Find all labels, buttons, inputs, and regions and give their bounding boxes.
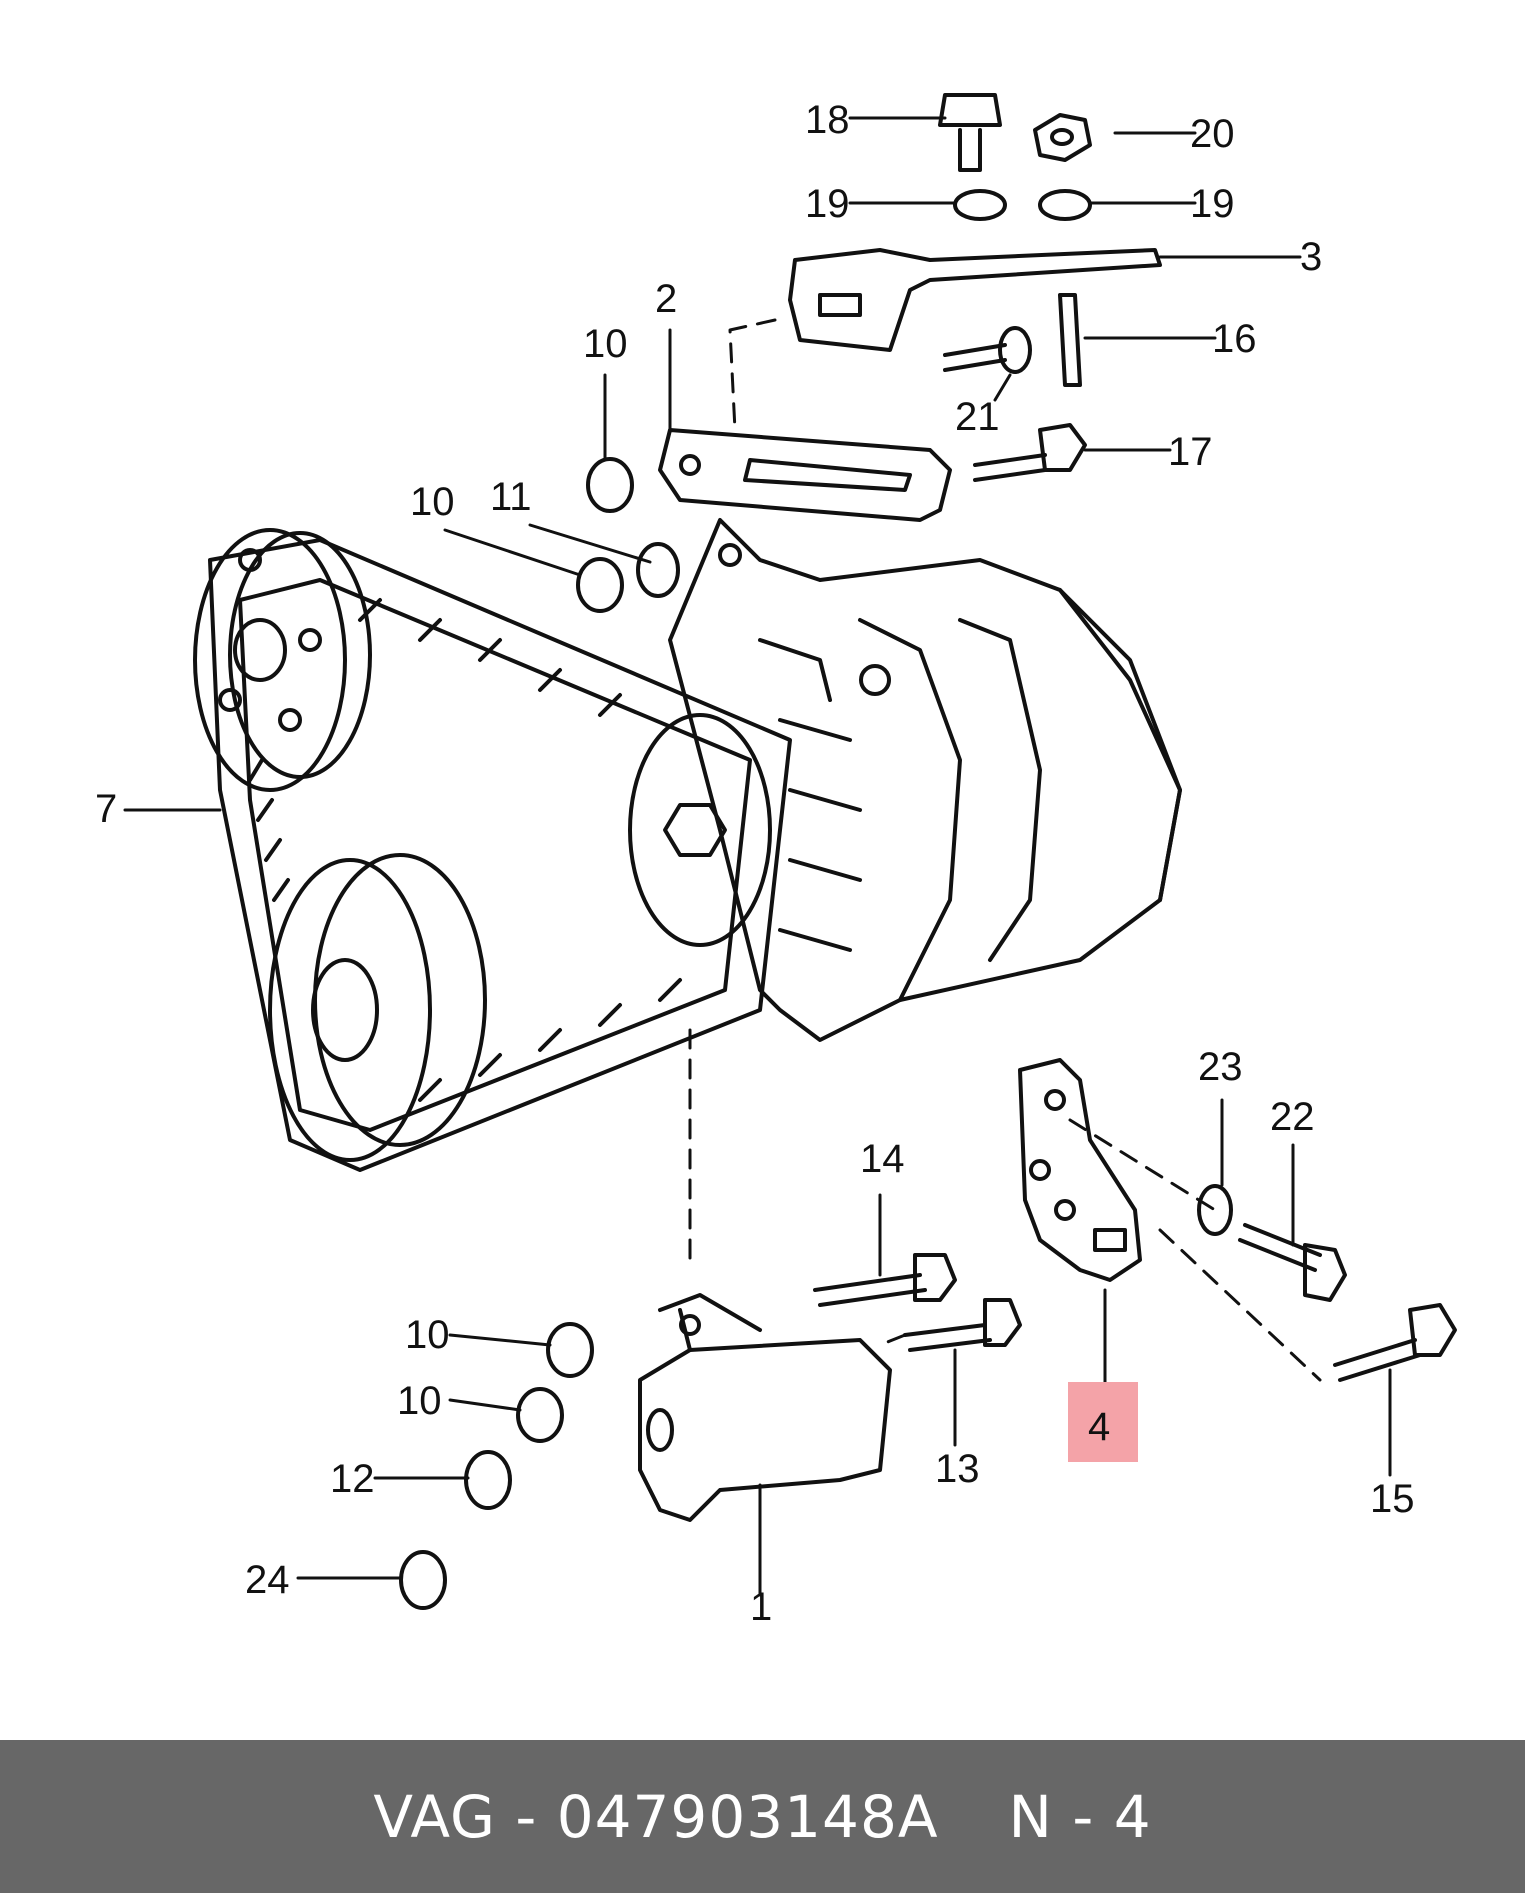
callout-labels: 18 19 20 19 3 2 16 10 21 17 10 11 7 23 2… (95, 98, 1415, 1629)
callout-7: 7 (95, 787, 117, 831)
bolt-21 (943, 326, 1032, 374)
upper-pulley (193, 528, 372, 792)
callout-2: 2 (655, 277, 677, 321)
mount-bracket (638, 1293, 892, 1522)
spring-washer-19-left (953, 189, 1007, 221)
support-bracket (1018, 1058, 1142, 1282)
bolt-14 (813, 1253, 957, 1307)
callout-11: 11 (490, 475, 532, 519)
nut-10-upper (586, 457, 634, 513)
callout-1: 1 (750, 1585, 772, 1629)
nut-10-lower-b (516, 1387, 564, 1443)
callout-14: 14 (860, 1137, 905, 1181)
callout-19-left: 19 (805, 182, 850, 226)
washer-23 (1197, 1184, 1233, 1236)
callout-21: 21 (955, 395, 1000, 439)
toothed-belt (208, 538, 792, 1172)
bolt-18 (938, 93, 1002, 172)
footer-part-number: VAG - 047903148A (373, 1782, 939, 1851)
callout-15: 15 (1370, 1477, 1415, 1521)
bolt-22 (1238, 1223, 1347, 1302)
callout-18: 18 (805, 98, 850, 142)
parts-diagram: 18 19 20 19 3 2 16 10 21 17 10 11 7 23 2… (95, 93, 1457, 1629)
bolt-17 (973, 423, 1087, 482)
nut-10-middle (576, 557, 624, 613)
callout-22: 22 (1270, 1095, 1315, 1139)
nut-24 (399, 1550, 447, 1610)
alternator (628, 518, 1182, 1042)
spring-washer-19-right (1038, 189, 1092, 221)
highlight-box (1068, 1382, 1138, 1462)
washer-11 (636, 542, 680, 598)
callout-10-lower-a: 10 (405, 1313, 450, 1357)
callout-12: 12 (330, 1457, 375, 1501)
callout-16: 16 (1212, 317, 1257, 361)
nut-10-lower-a (546, 1322, 594, 1378)
callout-20: 20 (1190, 112, 1235, 156)
callout-13: 13 (935, 1447, 980, 1491)
tensioner-bracket (788, 248, 1162, 352)
callout-19-right: 19 (1190, 182, 1235, 226)
nut-20 (1033, 113, 1092, 162)
part-number-footer: VAG - 047903148A N - 4 (0, 1740, 1525, 1893)
callout-17: 17 (1168, 430, 1213, 474)
leader-lines (123, 116, 1392, 1597)
lower-pulley (268, 853, 487, 1162)
callout-4: 4 (1088, 1405, 1110, 1449)
stud-16 (1058, 293, 1082, 387)
callout-10-upper: 10 (583, 322, 628, 366)
assembly-lines (688, 318, 1322, 1382)
callout-24: 24 (245, 1558, 290, 1602)
callout-23: 23 (1198, 1045, 1243, 1089)
bolt-13 (903, 1298, 1022, 1352)
bolt-15 (1333, 1303, 1457, 1382)
callout-10-middle: 10 (410, 480, 455, 524)
nut-12 (464, 1450, 512, 1510)
adjuster-strap (658, 428, 952, 522)
footer-position: N - 4 (1008, 1782, 1152, 1851)
callout-10-lower-b: 10 (397, 1379, 442, 1423)
callout-3: 3 (1300, 235, 1322, 279)
